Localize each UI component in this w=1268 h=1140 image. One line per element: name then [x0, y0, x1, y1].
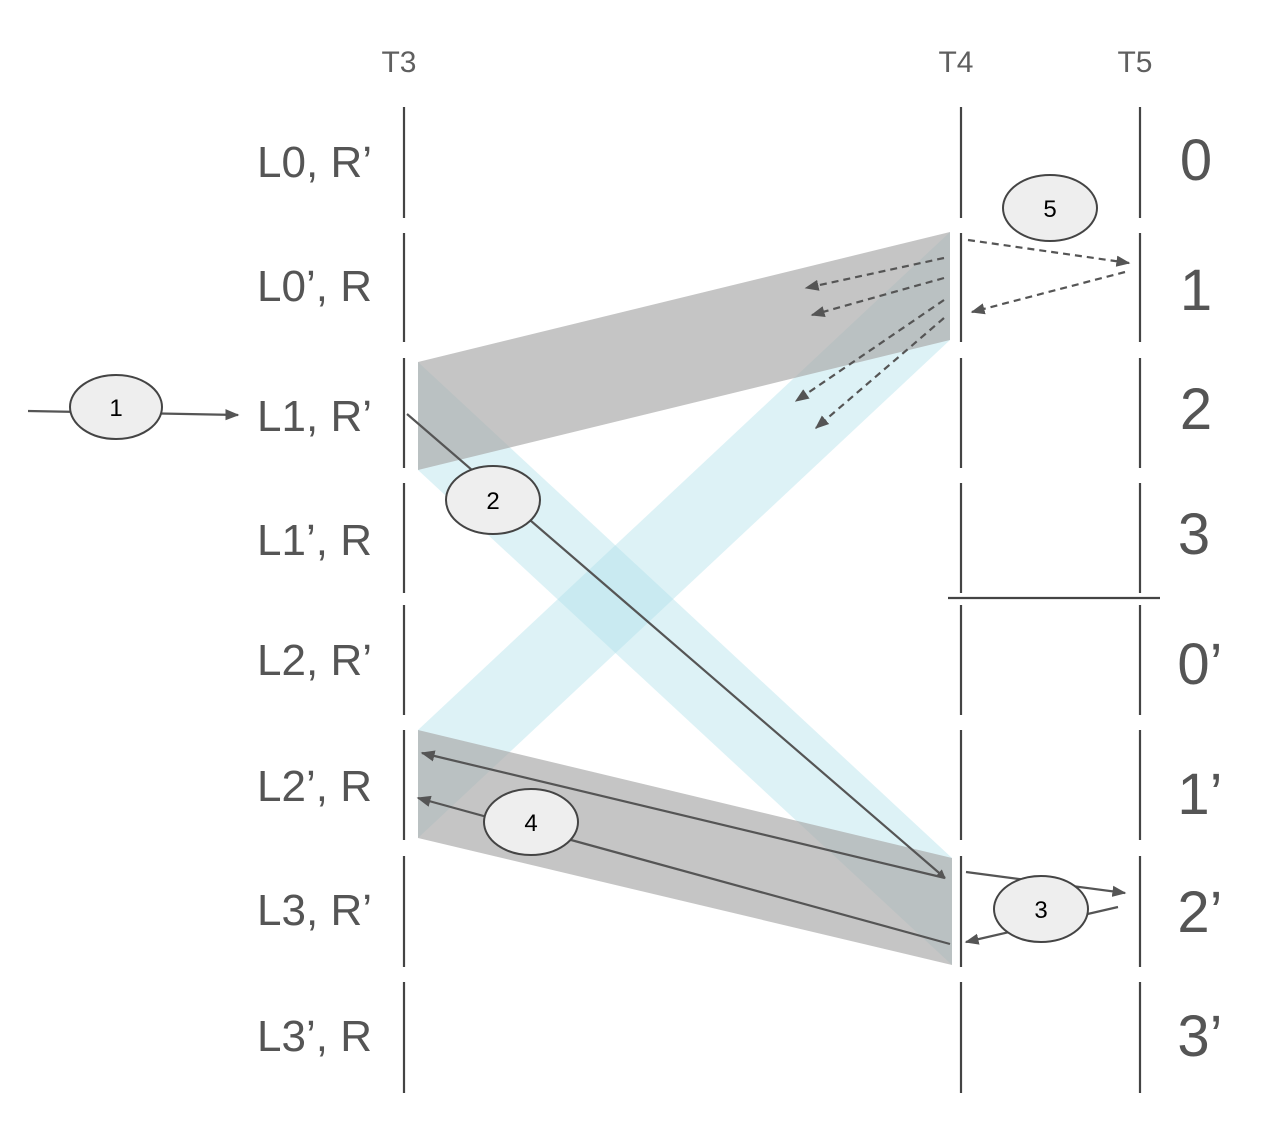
row-label-1: L0’, R: [257, 262, 372, 311]
index-label-2: 2: [1180, 377, 1212, 442]
index-label-5: 1’: [1177, 762, 1222, 827]
svg-text:1: 1: [109, 395, 122, 422]
row-label-7: L3’, R: [257, 1012, 372, 1061]
dashed-arrow-to-t5: [967, 238, 1131, 267]
svg-text:3: 3: [1034, 897, 1047, 924]
step-badge-3: 3: [993, 875, 1089, 943]
dashed-arrow-fan-4: [814, 317, 945, 429]
grey-band-bottom: [418, 730, 952, 965]
column-label-t5: T5: [1117, 46, 1152, 79]
column-label-t3: T3: [381, 46, 416, 79]
svg-text:5: 5: [1043, 196, 1056, 223]
return-arrow-upper: [420, 750, 946, 880]
index-label-0: 0: [1180, 128, 1212, 193]
grey-band-top: [418, 232, 950, 470]
step-badge-5: 5: [1002, 174, 1098, 242]
blue-band-down: [418, 362, 952, 965]
row-label-0: L0, R’: [257, 138, 372, 187]
svg-text:4: 4: [524, 810, 537, 837]
index-label-7: 3’: [1177, 1004, 1222, 1069]
dashed-arrow-fan-3: [794, 299, 945, 402]
blue-band-up: [418, 232, 950, 838]
index-label-4: 0’: [1177, 632, 1222, 697]
index-label-6: 2’: [1177, 880, 1222, 945]
row-label-6: L3, R’: [257, 886, 372, 935]
row-label-2: L1, R’: [257, 392, 372, 441]
row-label-5: L2’, R: [257, 762, 372, 811]
step-badge-2: 2: [445, 465, 541, 535]
svg-text:2: 2: [486, 488, 499, 515]
column-label-t4: T4: [938, 46, 973, 79]
step-badge-4: 4: [483, 788, 579, 856]
dashed-arrow-fan-2: [810, 276, 945, 317]
index-label-3: 3: [1178, 502, 1210, 567]
step-badge-1: 1: [69, 374, 163, 440]
index-label-1: 1: [1180, 258, 1212, 323]
row-label-4: L2, R’: [257, 636, 372, 685]
dashed-arrow-from-t5: [970, 270, 1126, 315]
row-label-3: L1’, R: [257, 516, 372, 565]
